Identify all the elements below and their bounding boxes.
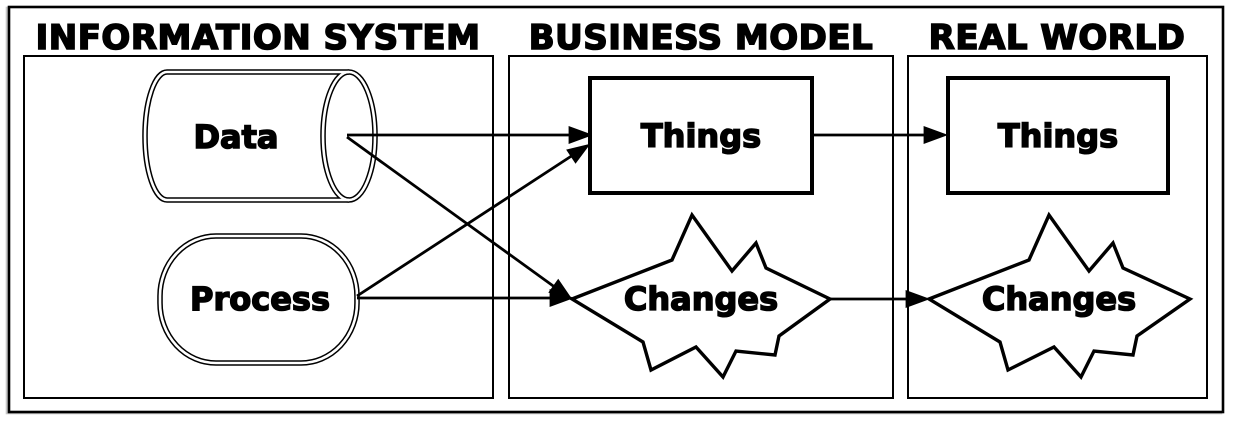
- business-model-things-label: Things: [641, 117, 761, 155]
- arrow-process-to-changes: [357, 288, 575, 308]
- data-cylinder-shape: [142, 69, 378, 203]
- real-world-things-box: [946, 76, 1170, 195]
- arrow-data-to-things: [347, 125, 594, 145]
- real-world-things-label: Things: [998, 117, 1118, 155]
- section-title-information-system: INFORMATION SYSTEM: [36, 18, 481, 58]
- arrow-process-to-things: [356, 143, 591, 298]
- section-title-real-world: REAL WORLD: [929, 18, 1186, 58]
- business-model-changes-label: Changes: [624, 280, 778, 318]
- real-world-changes-label: Changes: [982, 280, 1136, 318]
- arrow-things-to-real-things: [812, 125, 949, 145]
- process-stadium-shape: [157, 233, 360, 366]
- business-model-things-box: [588, 76, 814, 195]
- connector-arrows: [346, 125, 949, 309]
- section-title-business-model: BUSINESS MODEL: [529, 18, 873, 58]
- data-label: Data: [193, 118, 278, 156]
- arrow-changes-to-real-changes: [830, 289, 931, 309]
- real-world-changes-starburst: [925, 211, 1194, 380]
- process-label: Process: [190, 280, 330, 318]
- business-model-changes-starburst: [568, 211, 834, 380]
